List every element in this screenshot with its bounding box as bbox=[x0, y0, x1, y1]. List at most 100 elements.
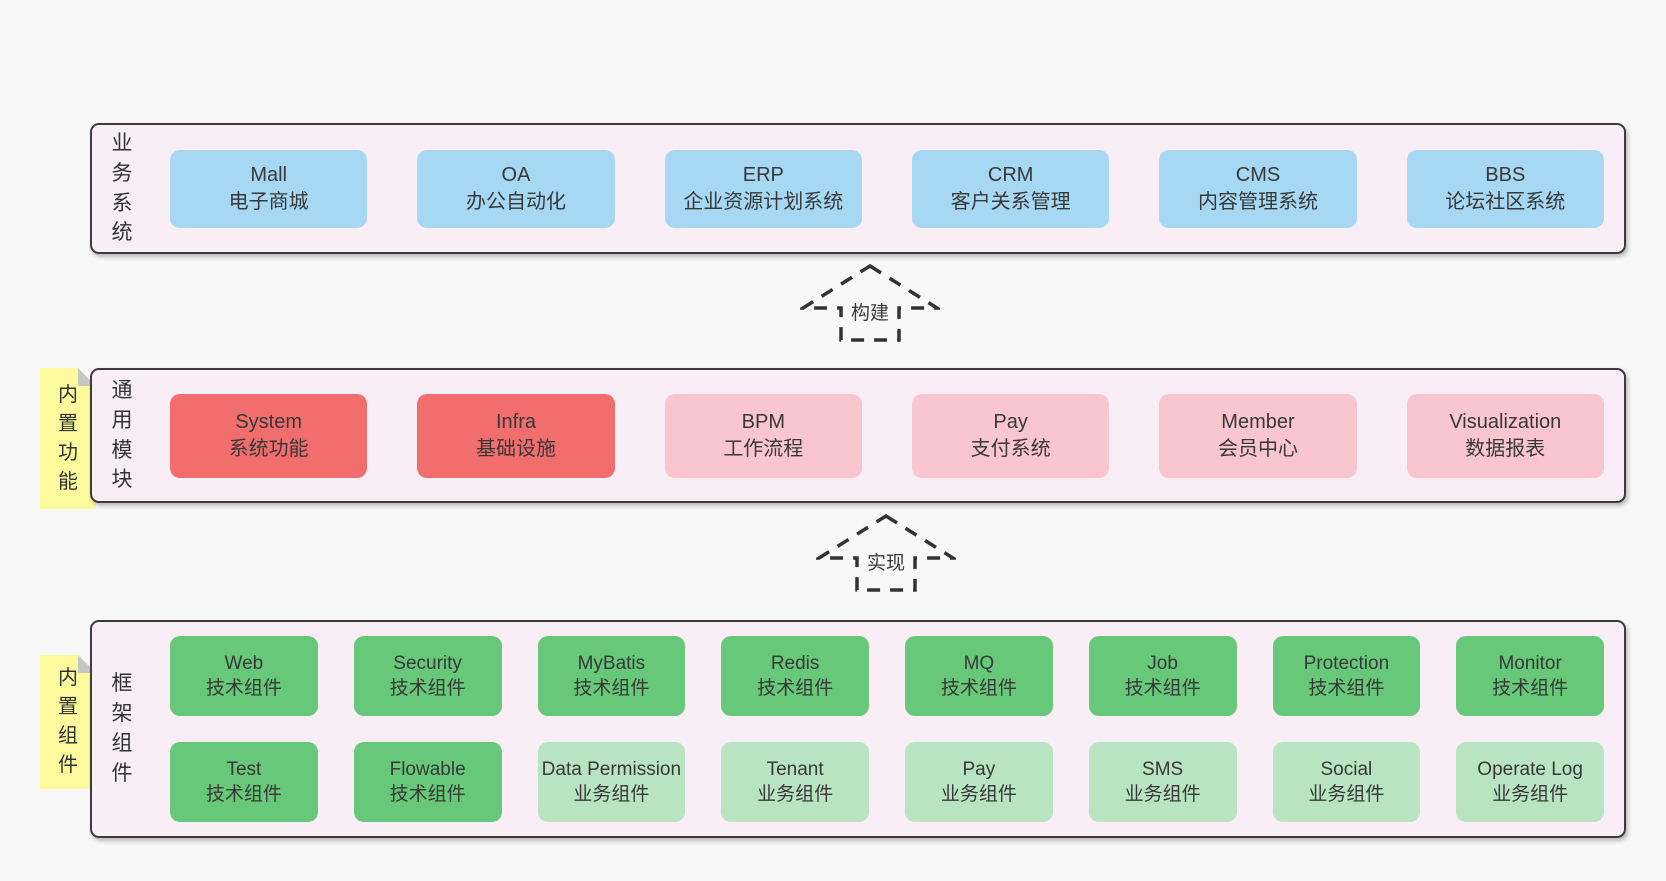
box-subtitle: 技术组件 bbox=[573, 678, 650, 699]
framework-boxes-grid: Web 技术组件 Security 技术组件 MyBatis 技术组件 Redi… bbox=[170, 636, 1604, 822]
box-title: Security bbox=[393, 652, 462, 674]
box-title: Operate Log bbox=[1477, 758, 1583, 780]
box-flowable: Flowable 技术组件 bbox=[353, 742, 502, 822]
box-subtitle: 技术组件 bbox=[1492, 678, 1569, 699]
box-operate-log: Operate Log 业务组件 bbox=[1456, 742, 1604, 822]
band-framework-label: 框架组件 bbox=[111, 672, 133, 785]
box-title: BBS bbox=[1485, 164, 1526, 187]
arrow-implement-label: 实现 bbox=[862, 547, 910, 576]
box-title: MyBatis bbox=[577, 652, 646, 674]
box-subtitle: 企业资源计划系统 bbox=[683, 190, 844, 213]
box-sms: SMS 业务组件 bbox=[1088, 742, 1237, 822]
box-title: Redis bbox=[770, 652, 820, 674]
box-visualization: Visualization 数据报表 bbox=[1406, 393, 1604, 478]
note-text: 内置组件 bbox=[58, 667, 78, 776]
band-modules-label: 通用模块 bbox=[111, 378, 133, 492]
box-title: ERP bbox=[742, 164, 784, 187]
box-title: Web bbox=[224, 652, 264, 674]
box-title: Data Permission bbox=[541, 758, 682, 780]
box-social: Social 业务组件 bbox=[1272, 742, 1421, 822]
band-common-modules: 通用模块 System 系统功能 Infra 基础设施 BPM 工作流程 Pay… bbox=[90, 368, 1626, 503]
box-title: System bbox=[235, 411, 302, 434]
box-subtitle: 工作流程 bbox=[723, 437, 804, 460]
box-bpm: BPM 工作流程 bbox=[664, 393, 862, 478]
box-system: System 系统功能 bbox=[170, 393, 368, 478]
box-crm: CRM 客户关系管理 bbox=[911, 149, 1110, 228]
box-title: Pay bbox=[993, 411, 1028, 434]
box-mq: MQ 技术组件 bbox=[905, 636, 1053, 716]
box-security: Security 技术组件 bbox=[353, 636, 502, 716]
box-job: Job 技术组件 bbox=[1088, 636, 1237, 716]
box-title: Member bbox=[1221, 411, 1295, 434]
box-bbs: BBS 论坛社区系统 bbox=[1406, 149, 1604, 228]
box-title: CMS bbox=[1235, 164, 1281, 187]
box-infra: Infra 基础设施 bbox=[417, 393, 615, 478]
box-protection: Protection 技术组件 bbox=[1272, 636, 1421, 716]
box-title: CRM bbox=[987, 164, 1034, 187]
box-title: Tenant bbox=[766, 758, 824, 780]
box-title: MQ bbox=[963, 652, 995, 674]
box-subtitle: 支付系统 bbox=[970, 437, 1051, 460]
box-title: SMS bbox=[1142, 758, 1184, 780]
box-subtitle: 内容管理系统 bbox=[1197, 190, 1318, 213]
box-title: Social bbox=[1320, 758, 1373, 780]
box-erp: ERP 企业资源计划系统 bbox=[664, 149, 862, 228]
band-framework-components: 框架组件 Web 技术组件 Security 技术组件 MyBatis 技术组件… bbox=[90, 620, 1626, 838]
box-subtitle: 业务组件 bbox=[1124, 784, 1201, 805]
box-tenant: Tenant 业务组件 bbox=[721, 742, 869, 822]
box-title: Test bbox=[226, 758, 262, 780]
box-subtitle: 技术组件 bbox=[389, 678, 466, 699]
box-subtitle: 论坛社区系统 bbox=[1445, 190, 1566, 213]
box-subtitle: 技术组件 bbox=[1308, 678, 1385, 699]
box-monitor: Monitor 技术组件 bbox=[1456, 636, 1604, 716]
box-subtitle: 技术组件 bbox=[205, 784, 282, 805]
box-subtitle: 技术组件 bbox=[205, 678, 282, 699]
box-data-permission: Data Permission 业务组件 bbox=[537, 742, 686, 822]
box-subtitle: 办公自动化 bbox=[465, 190, 566, 213]
box-subtitle: 技术组件 bbox=[757, 678, 834, 699]
sticky-note-built-in-components: 内置组件 bbox=[40, 655, 96, 789]
box-redis: Redis 技术组件 bbox=[721, 636, 869, 716]
band-business-label: 业务系统 bbox=[111, 131, 133, 245]
box-subtitle: 基础设施 bbox=[475, 437, 556, 460]
box-title: Infra bbox=[495, 411, 536, 434]
box-subtitle: 会员中心 bbox=[1217, 437, 1298, 460]
box-subtitle: 业务组件 bbox=[940, 784, 1017, 805]
box-pay-component: Pay 业务组件 bbox=[905, 742, 1053, 822]
arrow-build-label: 构建 bbox=[846, 297, 894, 326]
note-text: 内置功能 bbox=[58, 383, 78, 493]
box-title: Flowable bbox=[389, 758, 466, 780]
box-title: Mall bbox=[250, 164, 287, 187]
box-member: Member 会员中心 bbox=[1159, 393, 1357, 478]
box-subtitle: 系统功能 bbox=[228, 437, 309, 460]
dashed-up-arrow-implement: 实现 bbox=[816, 513, 956, 593]
sticky-note-built-in-functions: 内置功能 bbox=[40, 368, 96, 509]
box-title: OA bbox=[501, 164, 531, 187]
box-subtitle: 电子商城 bbox=[228, 190, 309, 213]
box-subtitle: 业务组件 bbox=[1492, 784, 1569, 805]
box-subtitle: 技术组件 bbox=[940, 678, 1017, 699]
box-title: Visualization bbox=[1449, 411, 1562, 434]
box-web: Web 技术组件 bbox=[170, 636, 318, 716]
dashed-up-arrow-build: 构建 bbox=[800, 263, 940, 343]
modules-boxes-row: System 系统功能 Infra 基础设施 BPM 工作流程 Pay 支付系统… bbox=[170, 393, 1604, 478]
business-boxes-row: Mall 电子商城 OA 办公自动化 ERP 企业资源计划系统 CRM 客户关系… bbox=[170, 149, 1604, 228]
box-subtitle: 客户关系管理 bbox=[950, 190, 1071, 213]
band-business-systems: 业务系统 Mall 电子商城 OA 办公自动化 ERP 企业资源计划系统 CRM… bbox=[90, 123, 1626, 254]
box-subtitle: 技术组件 bbox=[1124, 678, 1201, 699]
box-title: Pay bbox=[962, 758, 996, 780]
box-cms: CMS 内容管理系统 bbox=[1159, 149, 1357, 228]
box-subtitle: 业务组件 bbox=[1308, 784, 1385, 805]
box-subtitle: 业务组件 bbox=[757, 784, 834, 805]
box-pay-system: Pay 支付系统 bbox=[911, 393, 1110, 478]
box-mybatis: MyBatis 技术组件 bbox=[537, 636, 686, 716]
box-mall: Mall 电子商城 bbox=[170, 149, 368, 228]
box-oa: OA 办公自动化 bbox=[417, 149, 615, 228]
box-title: Monitor bbox=[1498, 652, 1562, 674]
box-test: Test 技术组件 bbox=[170, 742, 318, 822]
box-title: BPM bbox=[741, 411, 785, 434]
box-subtitle: 技术组件 bbox=[389, 784, 466, 805]
box-subtitle: 业务组件 bbox=[573, 784, 650, 805]
box-title: Job bbox=[1147, 652, 1178, 674]
